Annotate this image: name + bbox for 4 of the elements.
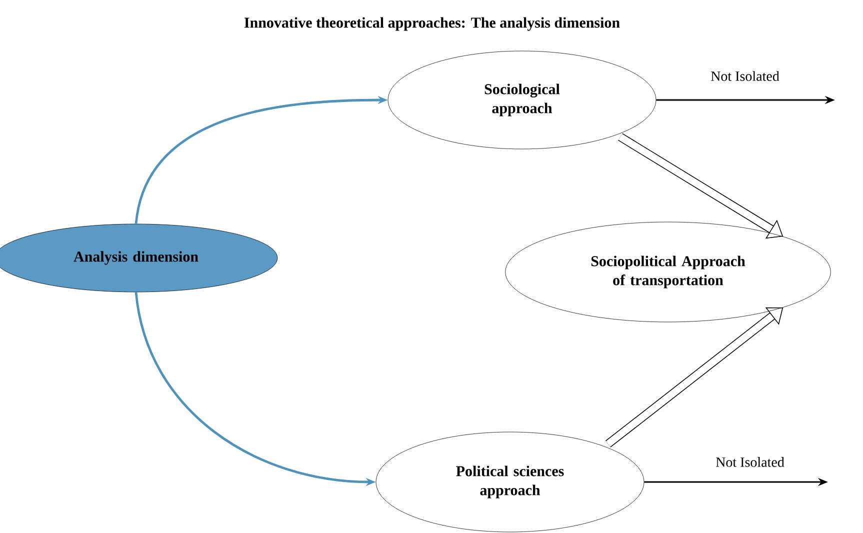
edge-label: Not Isolated xyxy=(716,457,784,467)
edge-label: Not Isolated xyxy=(711,71,780,81)
title: Innovative theoretical approaches: The analysis dimension xyxy=(244,17,620,31)
arrow xyxy=(605,307,784,448)
